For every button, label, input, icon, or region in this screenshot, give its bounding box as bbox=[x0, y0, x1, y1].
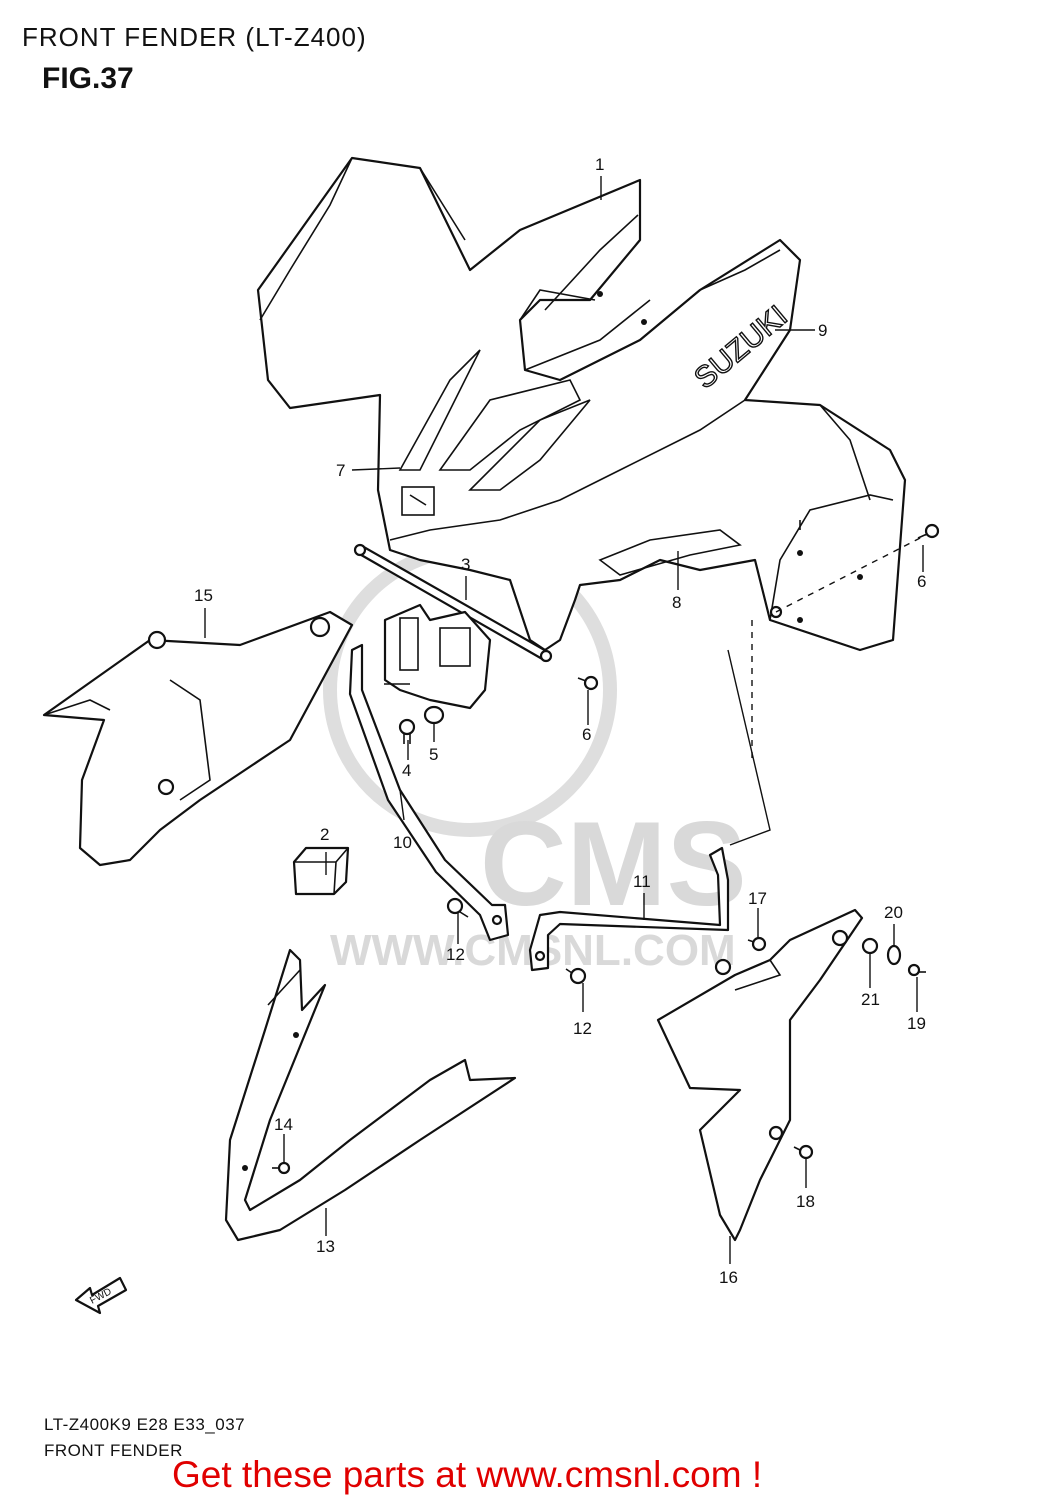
left-side-cover bbox=[42, 610, 354, 867]
callout-6-right: 6 bbox=[917, 572, 926, 591]
callout-3: 3 bbox=[461, 555, 470, 574]
callout-1: 1 bbox=[595, 155, 604, 174]
callout-numbers: 1 2 3 4 5 6 6 7 8 9 10 11 12 12 13 14 15… bbox=[194, 155, 926, 1287]
callout-5: 5 bbox=[429, 745, 438, 764]
watermark: CMS WWW.CMSNL.COM bbox=[323, 543, 747, 975]
callout-11: 11 bbox=[633, 872, 651, 891]
callout-18: 18 bbox=[796, 1192, 815, 1211]
callout-8: 8 bbox=[672, 593, 681, 612]
callout-16: 16 bbox=[719, 1268, 738, 1287]
callout-12-lower: 12 bbox=[573, 1019, 592, 1038]
forward-direction-arrow: FWD bbox=[74, 1276, 128, 1315]
cushion-pad bbox=[292, 846, 350, 896]
left-brace bbox=[348, 643, 510, 942]
callout-6-center: 6 bbox=[582, 725, 591, 744]
callout-17: 17 bbox=[748, 889, 767, 908]
page-title: FRONT FENDER (LT-Z400) bbox=[22, 22, 367, 52]
leader-lines bbox=[204, 176, 924, 1264]
figure-label: FIG.37 bbox=[42, 62, 134, 95]
front-bracket-assembly bbox=[353, 523, 940, 744]
callout-14: 14 bbox=[274, 1115, 293, 1134]
callout-12-left: 12 bbox=[446, 945, 465, 964]
lower-front-guard bbox=[224, 948, 517, 1242]
figure-caption: FRONT FENDER bbox=[44, 1441, 183, 1460]
front-fender-body: SUZUKI bbox=[256, 156, 907, 652]
callout-20: 20 bbox=[884, 903, 903, 922]
callout-9: 9 bbox=[818, 321, 827, 340]
callout-2: 2 bbox=[320, 825, 329, 844]
callout-7: 7 bbox=[336, 461, 345, 480]
callout-4: 4 bbox=[402, 761, 411, 780]
model-code: LT-Z400K9 E28 E33_037 bbox=[44, 1415, 246, 1434]
callout-10: 10 bbox=[393, 833, 412, 852]
right-brace bbox=[528, 846, 767, 985]
callout-19: 19 bbox=[907, 1014, 926, 1033]
callout-15: 15 bbox=[194, 586, 213, 605]
promo-link[interactable]: Get these parts at www.cmsnl.com ! bbox=[172, 1454, 763, 1495]
right-side-cover bbox=[656, 908, 926, 1242]
watermark-brand: CMS bbox=[480, 797, 747, 931]
callout-21: 21 bbox=[861, 990, 880, 1009]
callout-13: 13 bbox=[316, 1237, 335, 1256]
